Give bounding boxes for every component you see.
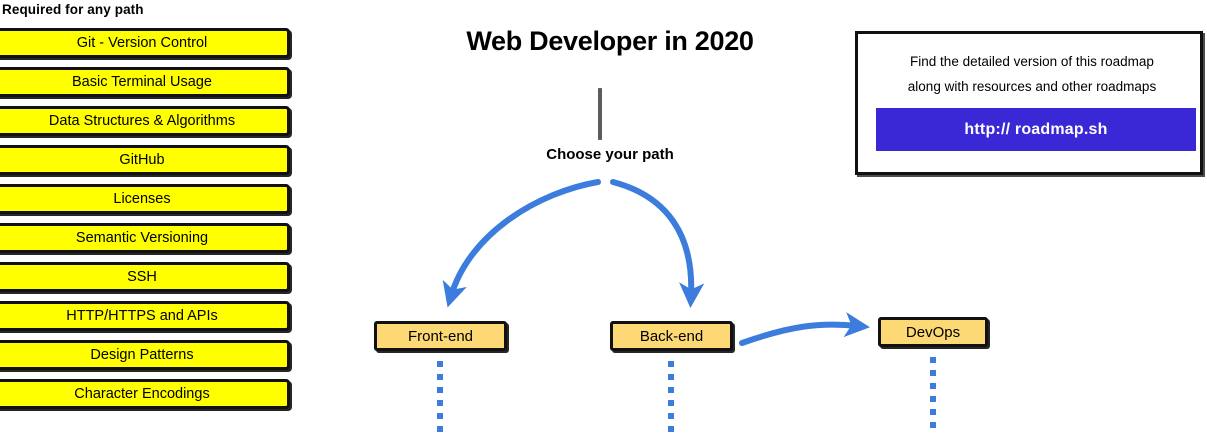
required-skill-label: Semantic Versioning xyxy=(75,229,209,246)
info-box-line-2: along with resources and other roadmaps xyxy=(907,79,1157,94)
dot xyxy=(437,413,443,419)
dot xyxy=(437,400,443,406)
dotted-line-front-end xyxy=(437,361,443,436)
dot xyxy=(668,426,674,432)
title-stem-line xyxy=(598,88,602,140)
dot xyxy=(437,361,443,367)
required-skill-label: HTTP/HTTPS and APIs xyxy=(66,307,218,324)
path-node-label: Back-end xyxy=(639,327,704,345)
required-skill-item[interactable]: Licenses xyxy=(0,184,290,214)
required-skill-label: SSH xyxy=(127,268,157,285)
dot xyxy=(930,422,936,428)
required-skill-label: Licenses xyxy=(113,190,171,207)
required-skills-list: Git - Version Control Basic Terminal Usa… xyxy=(0,28,294,418)
required-section-heading: Required for any path xyxy=(2,2,144,17)
choose-your-path-label: Choose your path xyxy=(546,146,674,163)
dot xyxy=(437,374,443,380)
required-skill-item[interactable]: Data Structures & Algorithms xyxy=(0,106,290,136)
required-skill-item[interactable]: HTTP/HTTPS and APIs xyxy=(0,301,290,331)
dot xyxy=(668,361,674,367)
required-skill-label: Basic Terminal Usage xyxy=(72,73,212,90)
dot xyxy=(930,396,936,402)
path-node-label: DevOps xyxy=(905,323,961,341)
dot xyxy=(930,383,936,389)
required-skills-panel: Required for any path Git - Version Cont… xyxy=(0,0,296,436)
path-node-devops[interactable]: DevOps xyxy=(878,317,988,347)
required-skill-item[interactable]: Git - Version Control xyxy=(0,28,290,58)
arrow-to-backend xyxy=(610,179,705,308)
roadmap-link-button[interactable]: http:// roadmap.sh xyxy=(876,108,1196,151)
required-skill-item[interactable]: Semantic Versioning xyxy=(0,223,290,253)
path-node-back-end[interactable]: Back-end xyxy=(610,321,733,351)
required-skill-item[interactable]: SSH xyxy=(0,262,290,292)
dot xyxy=(930,409,936,415)
dot xyxy=(930,370,936,376)
required-skill-item[interactable]: Basic Terminal Usage xyxy=(0,67,290,97)
required-skill-item[interactable]: Design Patterns xyxy=(0,340,290,370)
required-skill-label: Design Patterns xyxy=(90,346,194,363)
required-skill-label: Git - Version Control xyxy=(76,34,208,51)
arrow-backend-to-devops xyxy=(739,312,870,346)
dot xyxy=(437,387,443,393)
dot xyxy=(668,374,674,380)
dot xyxy=(930,357,936,363)
required-skill-label: GitHub xyxy=(119,151,165,168)
required-skill-label: Character Encodings xyxy=(74,385,210,402)
path-node-label: Front-end xyxy=(407,327,474,345)
info-box: Find the detailed version of this roadma… xyxy=(855,31,1203,175)
roadmap-link-label: http:// roadmap.sh xyxy=(964,120,1108,138)
required-skill-item[interactable]: GitHub xyxy=(0,145,290,175)
dot xyxy=(668,387,674,393)
page-title: Web Developer in 2020 xyxy=(466,26,754,56)
dot xyxy=(437,426,443,432)
required-skill-label: Data Structures & Algorithms xyxy=(48,112,236,129)
dot xyxy=(668,400,674,406)
dotted-line-back-end xyxy=(668,361,674,436)
path-node-front-end[interactable]: Front-end xyxy=(374,321,507,351)
dot xyxy=(668,413,674,419)
arrow-to-frontend xyxy=(442,179,601,308)
dotted-line-devops xyxy=(930,357,936,435)
required-skill-item[interactable]: Character Encodings xyxy=(0,379,290,409)
info-box-line-1: Find the detailed version of this roadma… xyxy=(910,54,1154,69)
